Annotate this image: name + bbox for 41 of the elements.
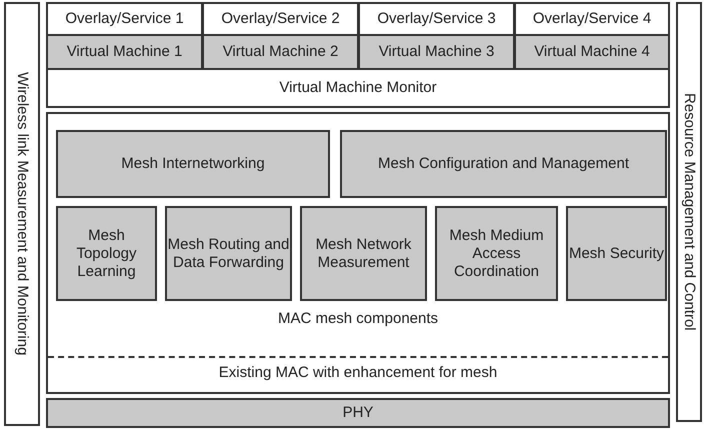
component-box [56, 206, 157, 301]
mac-layer-box [46, 112, 670, 394]
box-label: Virtual Machine 2 [222, 43, 338, 61]
box-label: Overlay/Service 4 [532, 10, 652, 28]
box-label: Wireless link Measurement and Monitoring [13, 72, 31, 356]
layer-box [46, 68, 670, 108]
box-label: Virtual Machine 3 [378, 43, 494, 61]
vm-box [358, 34, 515, 70]
vm-box [514, 34, 670, 70]
box-label: Resource Management and Control [680, 93, 698, 331]
layer-label: MAC mesh components [276, 310, 440, 328]
service-box [358, 2, 515, 36]
side-band [676, 2, 702, 422]
box-label: PHY [342, 404, 374, 422]
box-label: Overlay/Service 2 [221, 10, 340, 28]
component-box [566, 206, 667, 301]
box-label: Virtual Machine 4 [534, 43, 650, 61]
service-box [202, 2, 359, 36]
component-box [340, 130, 667, 198]
side-band [4, 2, 40, 426]
box-label: Mesh Configuration and Management [378, 155, 629, 173]
service-box [46, 2, 203, 36]
box-label: Virtual Machine Monitor [279, 79, 437, 97]
box-label: Mesh Routing and Data Forwarding [167, 236, 290, 272]
layer-label: Existing MAC with enhancement for mesh [218, 364, 498, 382]
box-label: Mesh Network Measurement [314, 236, 412, 272]
layer-box [46, 398, 670, 428]
box-label: Mesh Security [568, 244, 664, 262]
box-label: Mesh Medium Access Coordination [448, 226, 545, 280]
vm-box [202, 34, 359, 70]
box-label: Mesh Topology Learning [75, 226, 138, 280]
box-label: Virtual Machine 1 [66, 43, 182, 61]
vm-box [46, 34, 203, 70]
component-box [300, 206, 427, 301]
box-label: Overlay/Service 1 [65, 10, 184, 28]
component-box [56, 130, 330, 198]
component-box [435, 206, 558, 301]
box-label: Overlay/Service 3 [377, 10, 496, 28]
service-box [514, 2, 670, 36]
component-box [165, 206, 292, 301]
box-label: Mesh Internetworking [121, 155, 265, 173]
